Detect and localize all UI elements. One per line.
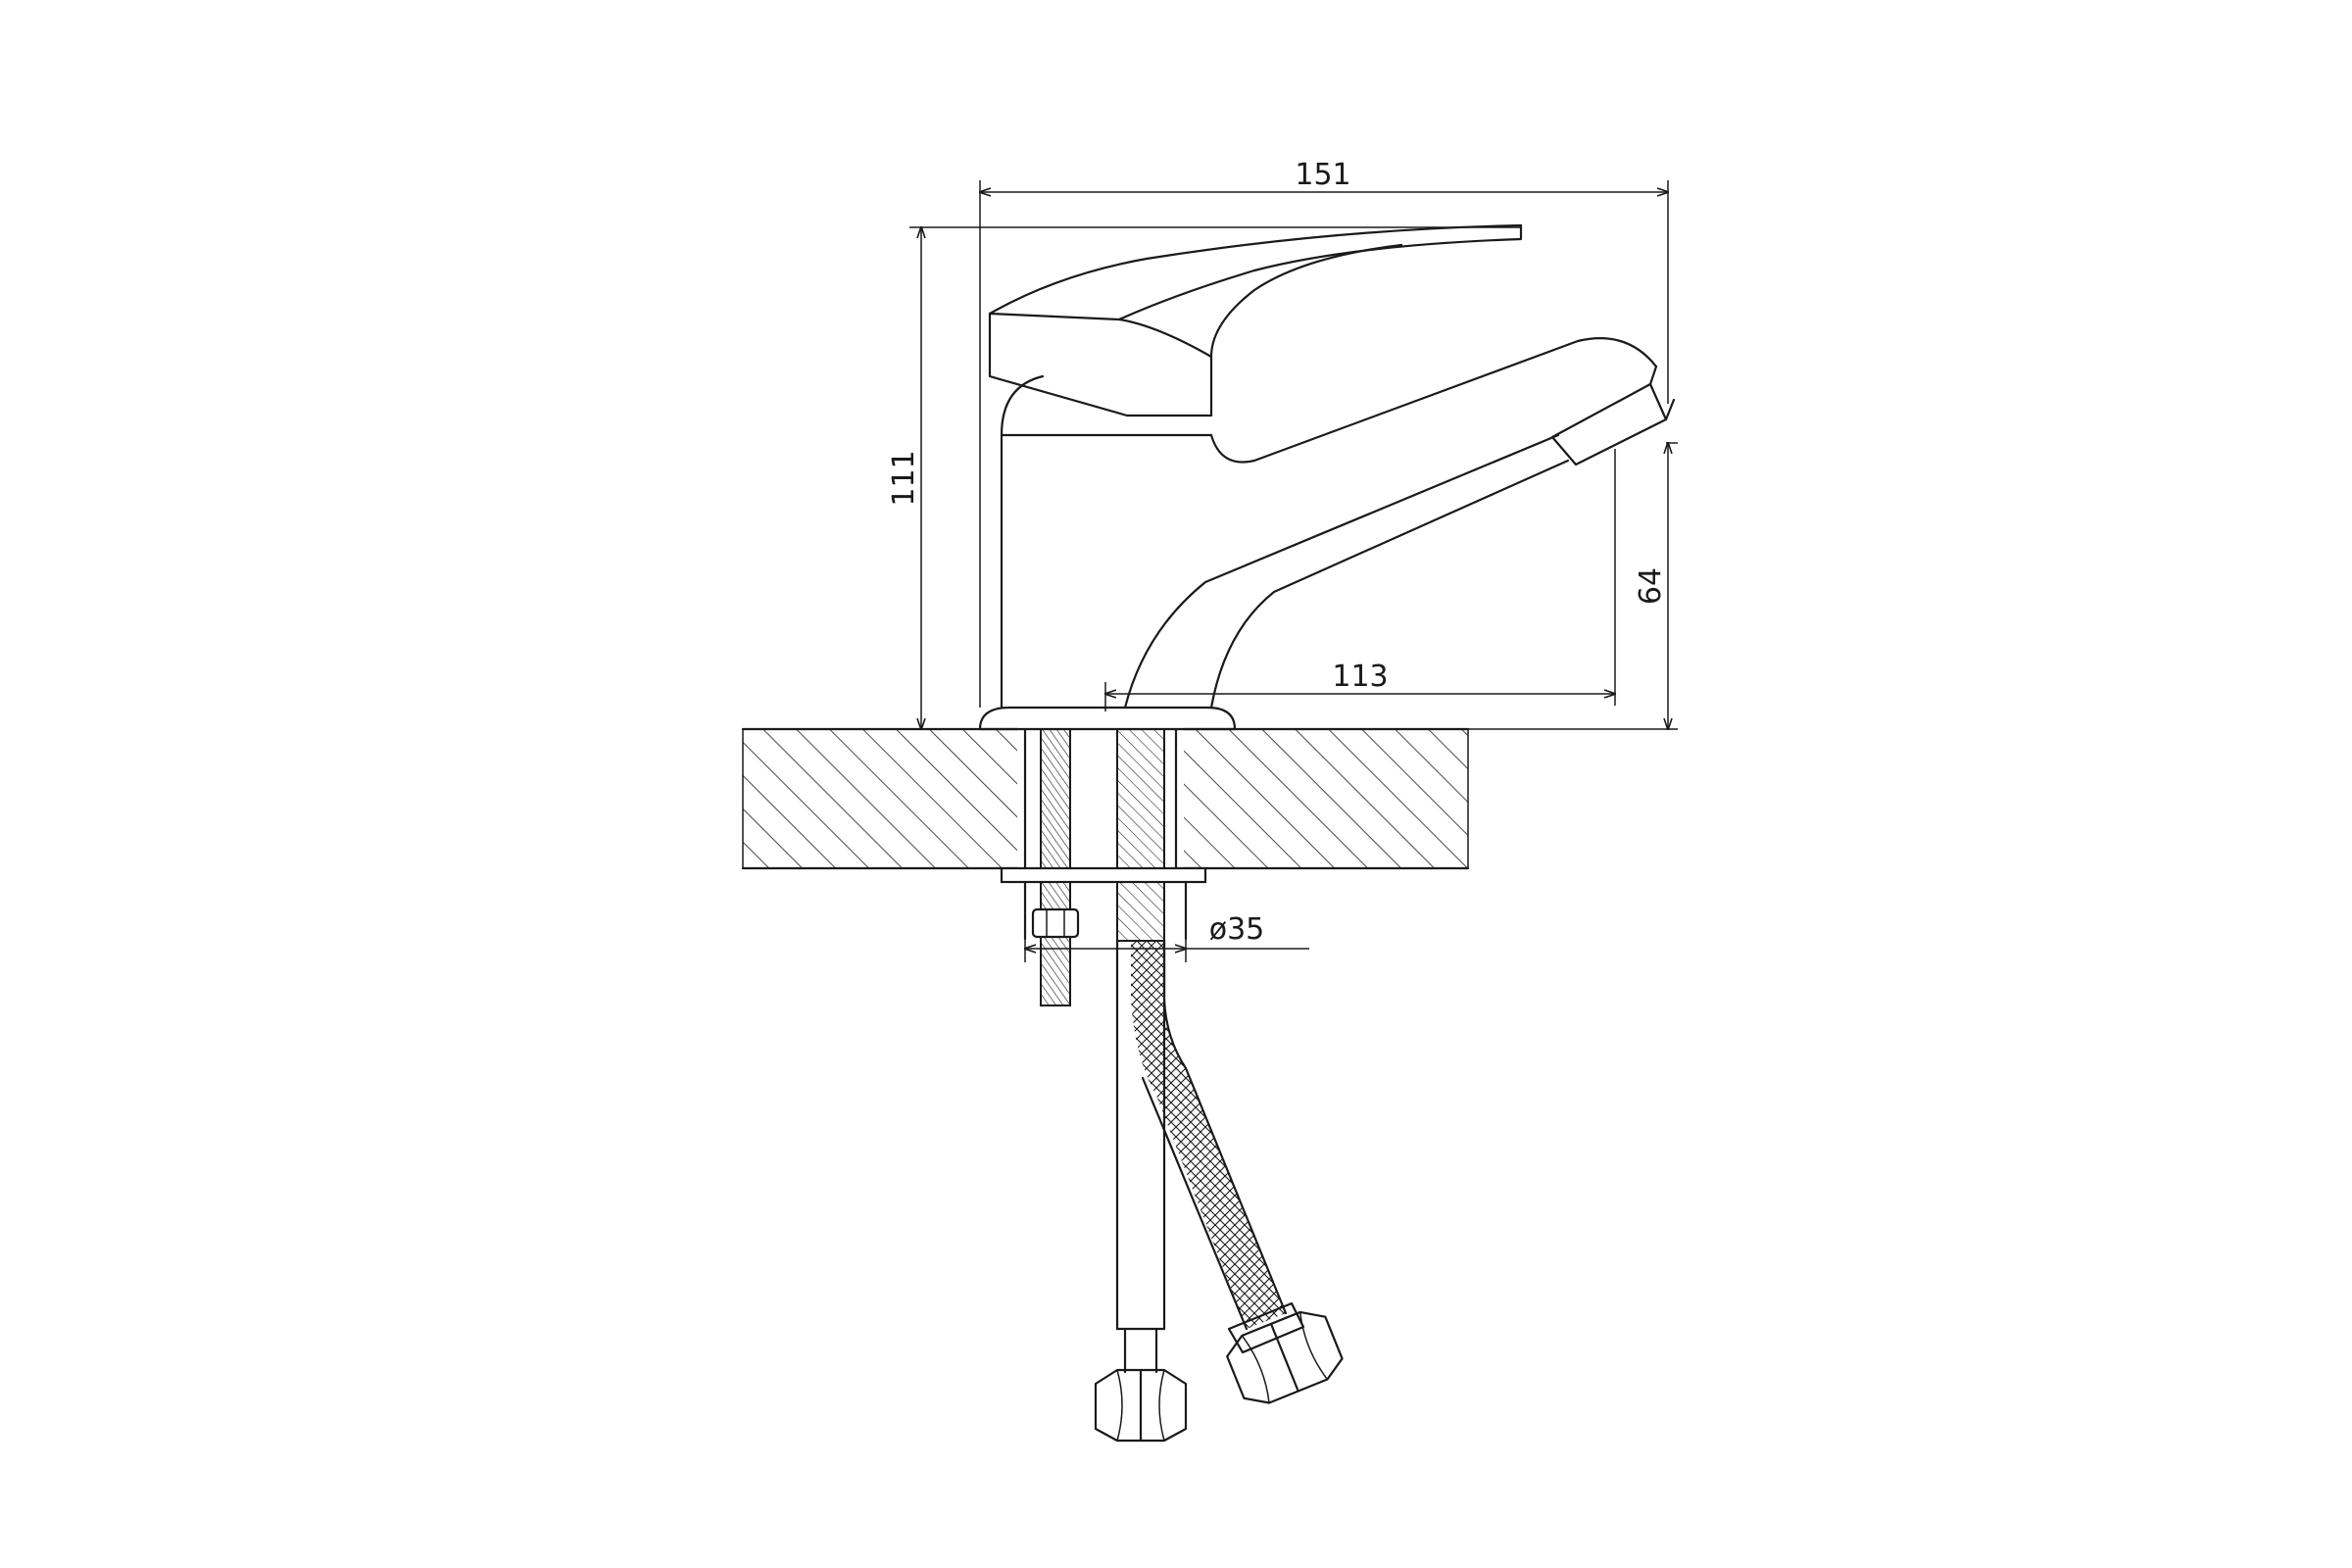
dimension-label-mount-hole: ø35 xyxy=(1209,912,1265,947)
faucet-body xyxy=(978,337,1676,731)
countertop-section xyxy=(741,727,1470,870)
dimension-overall-length: 151 xyxy=(980,158,1668,708)
fixing-nut xyxy=(1031,907,1080,939)
dimension-label-overall-length: 151 xyxy=(1295,158,1350,192)
dimension-mount-hole: ø35 xyxy=(1025,911,1309,962)
dimension-label-overall-height: 111 xyxy=(887,450,921,506)
braided-flex-hose xyxy=(1131,939,1344,1404)
dimension-label-spout-height: 64 xyxy=(1634,567,1668,605)
dimension-label-spout-reach: 113 xyxy=(1332,660,1388,694)
lever-handle xyxy=(988,223,1523,417)
dimension-spout-height: 64 xyxy=(1468,443,1678,729)
dimension-overall-height: 111 xyxy=(887,227,1521,729)
dimension-spout-reach: 113 xyxy=(1105,449,1615,711)
